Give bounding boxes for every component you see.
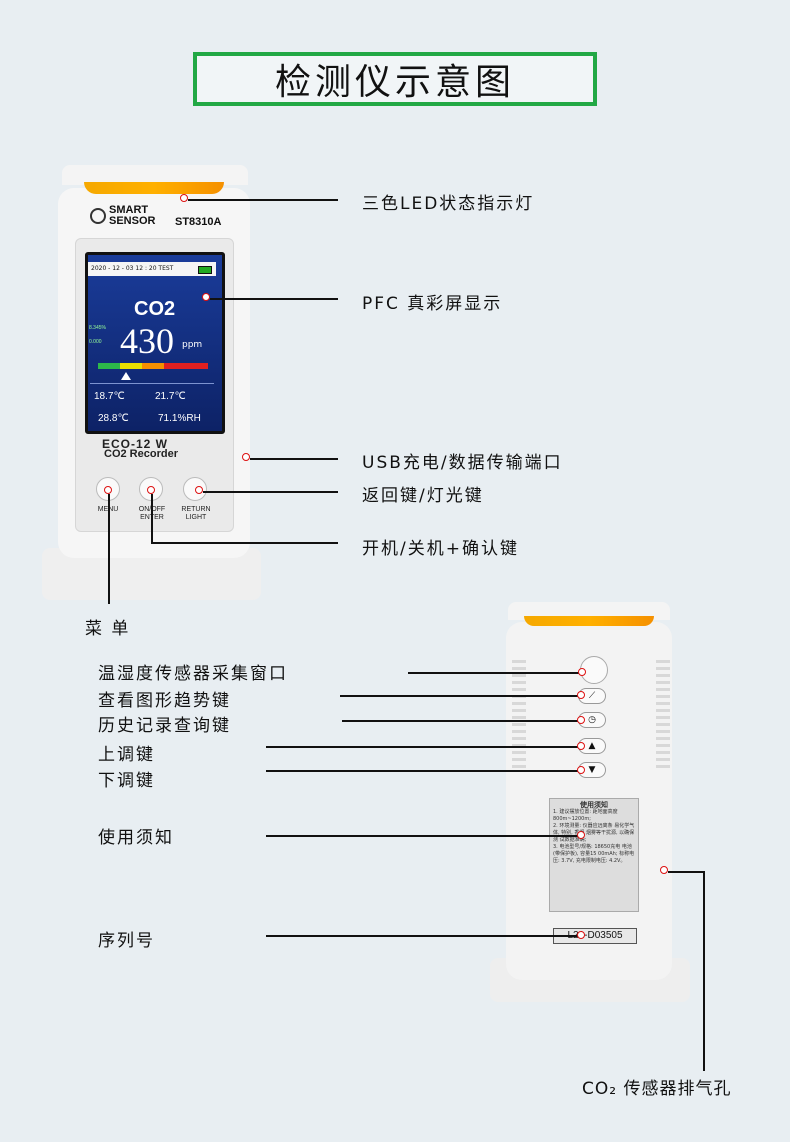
led-leader-line bbox=[188, 199, 338, 201]
screen-temp3: 28.8℃ bbox=[98, 413, 129, 424]
serial-leader-line bbox=[266, 935, 578, 937]
brand-line2: SENSOR bbox=[109, 215, 156, 227]
label-usb: USB充电/数据传输端口 bbox=[362, 453, 563, 473]
exhaust-leader-hline bbox=[668, 871, 704, 873]
notice-line: 2. 环境测量: 仪器应远离条 易化学气体, 特别, 香烟 烟雾等干扰源, 以确… bbox=[553, 823, 635, 843]
power-marker bbox=[147, 486, 155, 494]
down-arrow-icon: ▼ bbox=[588, 765, 596, 775]
up-leader-line bbox=[266, 746, 578, 748]
notice-line: 3. 电池型号/规格: 18650充电 电池 (带保护板), 容量15 00mA… bbox=[553, 844, 635, 864]
left-vent bbox=[512, 660, 526, 770]
history-icon: ◷ bbox=[588, 715, 596, 725]
screen-unit: ppm bbox=[182, 340, 203, 350]
return-leader-line bbox=[203, 491, 338, 493]
screen-co2-value: 430 bbox=[120, 321, 174, 361]
brand-line1: SMART bbox=[109, 204, 149, 216]
display-marker bbox=[202, 293, 210, 301]
exhaust-marker bbox=[660, 866, 668, 874]
screen-small-b: 0.000 bbox=[89, 339, 102, 345]
label-notice: 使用须知 bbox=[98, 828, 174, 848]
led-light-bar bbox=[84, 182, 224, 194]
window-leader-line bbox=[408, 672, 580, 674]
label-down: 下调键 bbox=[98, 771, 155, 791]
trend-icon: ⟋ bbox=[588, 691, 596, 701]
usb-leader-line bbox=[250, 458, 338, 460]
up-marker bbox=[577, 742, 585, 750]
battery-icon bbox=[198, 266, 212, 274]
down-marker bbox=[577, 766, 585, 774]
screen-small-a: 8.345% bbox=[89, 325, 106, 331]
label-return: 返回键/灯光键 bbox=[362, 486, 484, 506]
lcd-screen bbox=[85, 252, 225, 434]
return-marker bbox=[195, 486, 203, 494]
level-indicator-icon bbox=[121, 372, 131, 380]
down-leader-line bbox=[266, 770, 578, 772]
serial-marker bbox=[577, 931, 585, 939]
back-led-light-bar bbox=[524, 616, 654, 626]
notice-title: 使用须知 bbox=[580, 801, 608, 809]
title-box: 检测仪示意图 bbox=[193, 52, 597, 106]
power-leader-vline bbox=[151, 494, 153, 542]
label-serial: 序列号 bbox=[98, 931, 155, 951]
up-arrow-icon: ▲ bbox=[588, 741, 596, 751]
label-trend: 查看图形趋势键 bbox=[98, 691, 231, 711]
co2-level-bar bbox=[98, 363, 208, 369]
product-subtitle: CO2 Recorder bbox=[104, 448, 178, 460]
label-window: 温湿度传感器采集窗口 bbox=[98, 664, 288, 684]
screen-temp2: 21.7℃ bbox=[155, 391, 186, 402]
brand-logo-icon bbox=[90, 208, 106, 224]
right-vent bbox=[656, 660, 670, 770]
label-menu: 菜 单 bbox=[85, 619, 131, 639]
screen-humidity: 71.1%RH bbox=[158, 413, 201, 424]
menu-marker bbox=[104, 486, 112, 494]
product-name: ECO-12 W bbox=[102, 437, 169, 451]
page-title: 检测仪示意图 bbox=[274, 62, 515, 103]
notice-sticker: 使用须知 1. 建议摆放位置: 距地面高度 800m~1200m; 2. 环境测… bbox=[549, 798, 639, 912]
screen-gas-name: CO2 bbox=[134, 298, 176, 320]
front-device-cap bbox=[62, 165, 248, 185]
model-number: ST8310A bbox=[175, 216, 222, 228]
menu-leader-vline bbox=[108, 494, 110, 604]
led-marker bbox=[180, 194, 188, 202]
label-display: PFC 真彩屏显示 bbox=[362, 294, 503, 314]
label-up: 上调键 bbox=[98, 745, 155, 765]
label-history: 历史记录查询键 bbox=[98, 716, 231, 736]
back-device-cap bbox=[508, 602, 670, 620]
window-marker bbox=[578, 668, 586, 676]
label-exhaust: CO₂ 传感器排气孔 bbox=[582, 1079, 732, 1099]
history-marker bbox=[577, 716, 585, 724]
label-led: 三色LED状态指示灯 bbox=[362, 194, 535, 214]
notice-marker bbox=[577, 831, 585, 839]
trend-leader-line bbox=[340, 695, 578, 697]
screen-divider bbox=[90, 383, 214, 384]
screen-datetime: 2020 - 12 - 03 12 : 20 TEST bbox=[91, 265, 174, 272]
power-leader-line bbox=[151, 542, 338, 544]
display-leader-line bbox=[210, 298, 338, 300]
label-power: 开机/关机+确认键 bbox=[362, 539, 519, 559]
trend-marker bbox=[577, 691, 585, 699]
notice-line: 1. 建议摆放位置: 距地面高度 800m~1200m; bbox=[553, 809, 618, 822]
usb-marker bbox=[242, 453, 250, 461]
screen-status-bar: 2020 - 12 - 03 12 : 20 TEST bbox=[88, 262, 216, 276]
trend-button[interactable]: ⟋ bbox=[578, 688, 606, 704]
screen-temp1: 18.7℃ bbox=[94, 391, 125, 402]
history-leader-line bbox=[342, 720, 578, 722]
notice-leader-line bbox=[266, 835, 578, 837]
exhaust-leader-vline bbox=[703, 871, 705, 1071]
